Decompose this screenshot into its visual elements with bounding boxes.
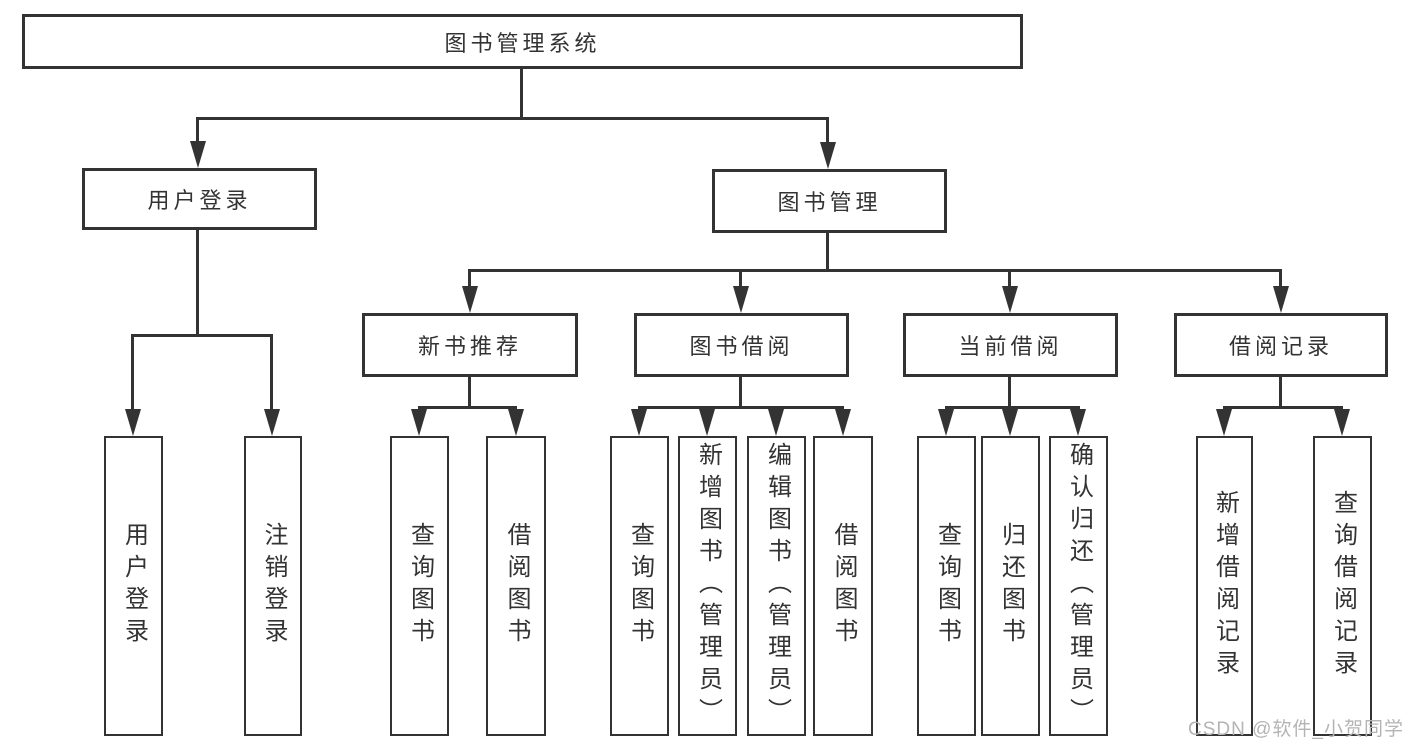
- arrow-down-icon: [1002, 409, 1018, 436]
- node-label: 新书推荐: [417, 334, 522, 359]
- arrow-down-icon: [264, 409, 280, 436]
- node-borrowing-records: 借阅记录: [1174, 313, 1388, 377]
- node-label: 新增图书（管理员）: [694, 442, 722, 730]
- node-label: 查询图书: [933, 522, 961, 650]
- arrow-down-icon: [733, 286, 749, 313]
- node-current-borrowing: 当前借阅: [903, 313, 1118, 377]
- node-label: 查询借阅记录: [1329, 490, 1357, 682]
- node-label: 图书管理: [777, 190, 882, 215]
- node-label: 归还图书: [997, 522, 1025, 650]
- node-new-book-recommend: 新书推荐: [362, 313, 578, 377]
- leaf-query-borrow-record: 查询借阅记录: [1313, 436, 1372, 736]
- leaf-edit-book-admin: 编辑图书（管理员）: [747, 436, 806, 736]
- node-label: 查询图书: [626, 522, 654, 650]
- node-label: 新增借阅记录: [1211, 490, 1239, 682]
- connector-line: [196, 117, 199, 144]
- node-label: 借阅图书: [830, 522, 857, 650]
- leaf-add-book-admin: 新增图书（管理员）: [678, 436, 737, 736]
- leaf-query-books-2: 查询图书: [610, 436, 669, 736]
- leaf-query-books-3: 查询图书: [917, 436, 976, 736]
- connector-line: [270, 334, 273, 411]
- node-label: 图书借阅: [689, 334, 794, 359]
- connector-line: [945, 406, 1080, 409]
- node-root-library-system: 图书管理系统: [22, 14, 1023, 69]
- connector-line: [131, 334, 273, 337]
- connector-line: [739, 375, 742, 409]
- arrow-down-icon: [699, 409, 715, 436]
- arrow-down-icon: [768, 409, 784, 436]
- leaf-confirm-return-admin: 确认归还（管理员）: [1049, 436, 1108, 736]
- leaf-add-borrow-record: 新增借阅记录: [1196, 436, 1253, 736]
- arrow-down-icon: [411, 409, 427, 436]
- node-label: 用户登录: [147, 188, 252, 213]
- leaf-query-books-1: 查询图书: [390, 436, 449, 736]
- arrow-down-icon: [835, 409, 851, 436]
- arrow-down-icon: [1002, 286, 1018, 313]
- node-label: 编辑图书（管理员）: [763, 442, 791, 730]
- leaf-return-books: 归还图书: [981, 436, 1040, 736]
- leaf-user-login: 用户登录: [104, 436, 163, 736]
- connector-line: [638, 406, 844, 409]
- arrow-down-icon: [1216, 409, 1232, 436]
- connector-line: [1279, 375, 1282, 409]
- arrow-down-icon: [1334, 409, 1350, 436]
- arrow-down-icon: [631, 409, 647, 436]
- arrow-down-icon: [820, 142, 836, 169]
- leaf-borrow-books-1: 借阅图书: [486, 436, 546, 736]
- node-label: 当前借阅: [958, 334, 1063, 359]
- connector-line: [468, 269, 471, 289]
- connector-line: [468, 375, 471, 409]
- arrow-down-icon: [1070, 409, 1086, 436]
- connector-line: [1223, 406, 1343, 409]
- node-label: 用户登录: [120, 522, 148, 650]
- arrow-down-icon: [1273, 286, 1289, 313]
- node-label: 图书管理系统: [444, 30, 601, 56]
- node-label: 借阅记录: [1228, 334, 1333, 359]
- connector-line: [826, 231, 829, 272]
- connector-line: [739, 269, 742, 289]
- node-label: 借阅图书: [503, 522, 530, 650]
- connector-line: [468, 269, 1281, 272]
- leaf-logout: 注销登录: [244, 436, 302, 736]
- connector-line: [1008, 375, 1011, 409]
- connector-line: [196, 228, 199, 337]
- connector-line: [131, 334, 134, 411]
- leaf-borrow-books-2: 借阅图书: [813, 436, 873, 736]
- node-label: 查询图书: [406, 522, 434, 650]
- arrow-down-icon: [508, 409, 524, 436]
- node-label: 确认归还（管理员）: [1065, 442, 1093, 730]
- connector-line: [520, 67, 523, 120]
- connector-line: [826, 117, 829, 145]
- connector-line: [418, 406, 517, 409]
- connector-line: [1008, 269, 1011, 289]
- connector-line: [1279, 269, 1282, 289]
- arrow-down-icon: [462, 286, 478, 313]
- node-label: 注销登录: [260, 522, 287, 650]
- node-user-login: 用户登录: [82, 168, 317, 230]
- connector-line: [196, 117, 829, 120]
- csdn-watermark: CSDN @软件_小贺同学: [1188, 719, 1404, 740]
- arrow-down-icon: [938, 409, 954, 436]
- arrow-down-icon: [125, 409, 141, 436]
- node-book-borrowing: 图书借阅: [634, 313, 849, 377]
- node-book-management: 图书管理: [712, 169, 947, 233]
- arrow-down-icon: [190, 141, 206, 168]
